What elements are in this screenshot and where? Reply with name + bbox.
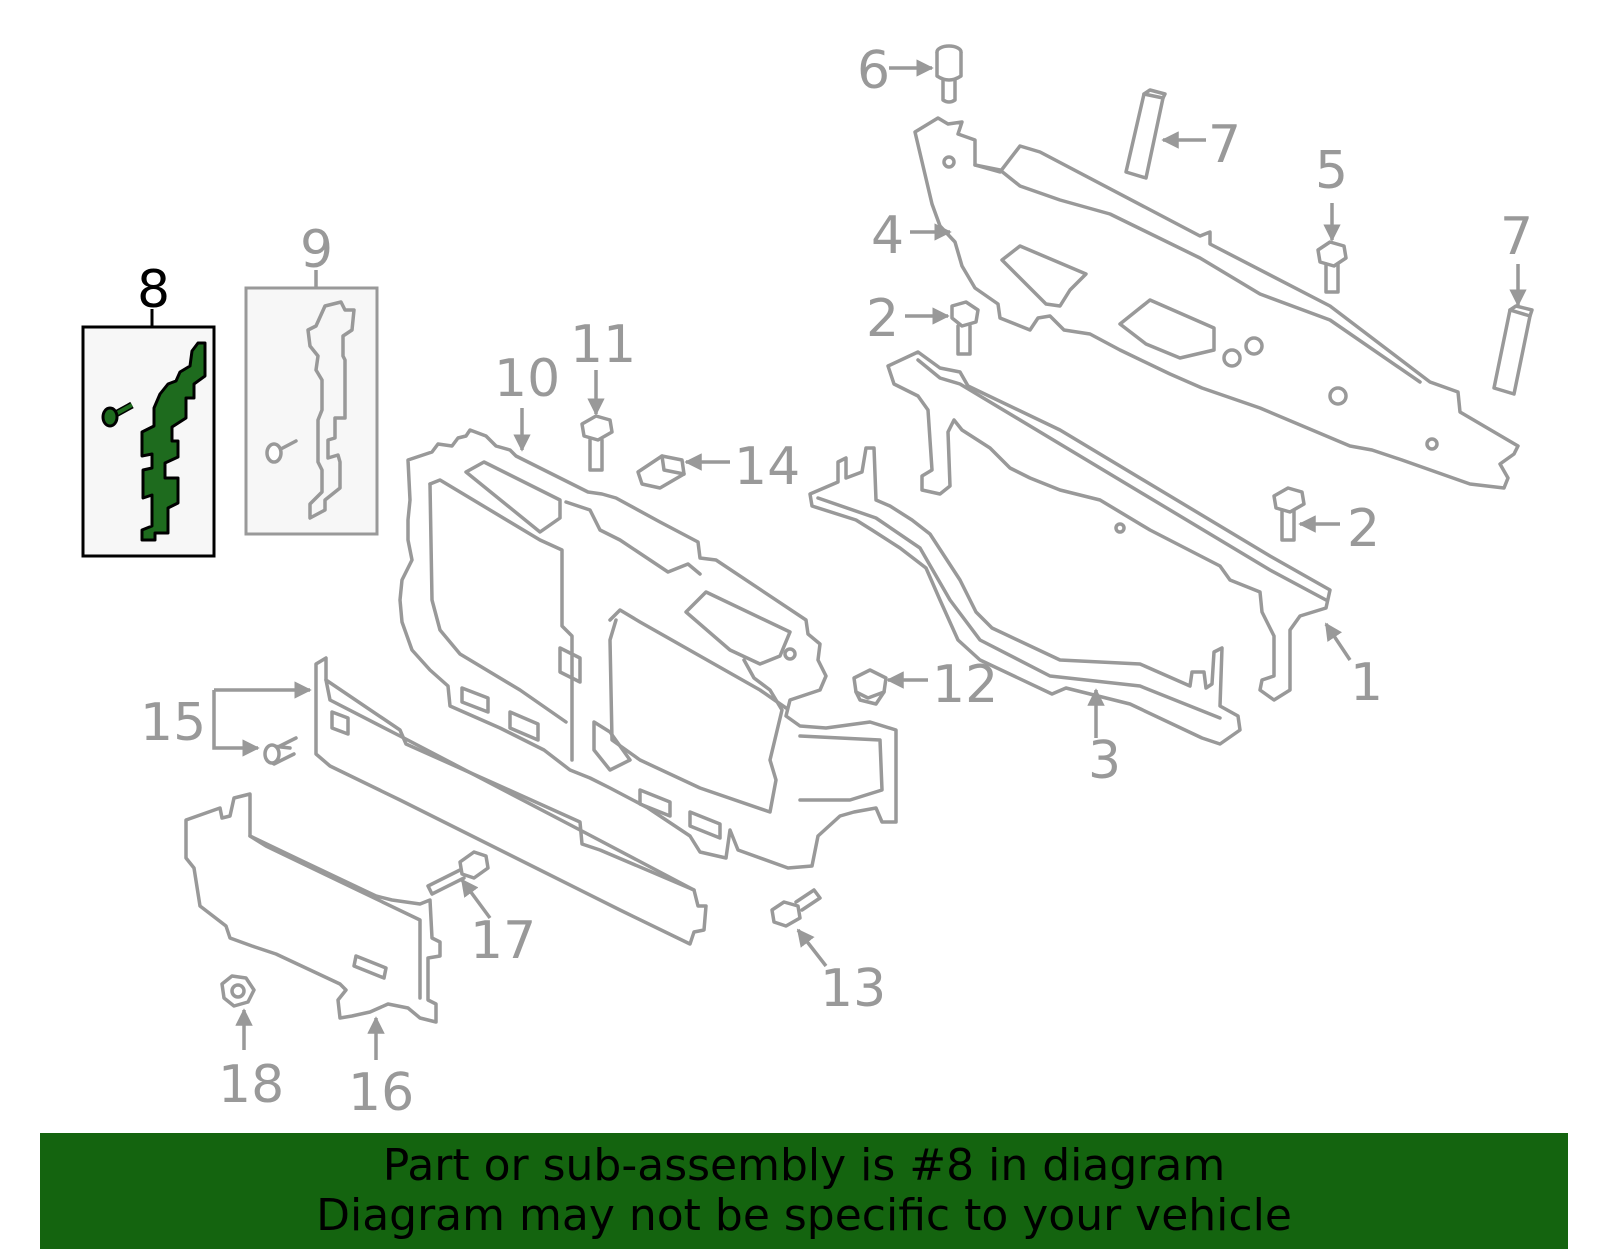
callout-6: 6 xyxy=(857,41,890,101)
callout-7-upper: 7 xyxy=(1208,115,1241,175)
callout-15: 15 xyxy=(140,693,206,753)
callout-11: 11 xyxy=(570,315,636,375)
callout-7-right: 7 xyxy=(1500,207,1533,267)
callout-8: 8 xyxy=(137,260,170,320)
callout-1: 1 xyxy=(1350,653,1383,713)
callout-3: 3 xyxy=(1088,731,1121,791)
part-11-bolt[interactable]: 11 xyxy=(570,315,636,472)
callout-5: 5 xyxy=(1315,141,1348,201)
part-5-bolt[interactable]: 5 xyxy=(1315,141,1348,294)
part-9-box xyxy=(244,286,379,536)
callout-2-right: 2 xyxy=(1347,499,1380,559)
part-8-bolt-icon xyxy=(101,401,134,428)
part-7-right-seal[interactable]: 7 xyxy=(1492,207,1534,396)
banner-line-1: Part or sub-assembly is #8 in diagram xyxy=(382,1140,1226,1191)
callout-13: 13 xyxy=(820,959,886,1019)
part-18-nut[interactable]: 18 xyxy=(218,974,284,1115)
callout-10: 10 xyxy=(494,349,560,409)
part-1-tie-bar[interactable]: 1 xyxy=(886,350,1383,713)
banner-line-2: Diagram may not be specific to your vehi… xyxy=(316,1190,1292,1241)
callout-18: 18 xyxy=(218,1055,284,1115)
part-2-right-bolt[interactable]: 2 xyxy=(1272,486,1380,559)
info-banner: Part or sub-assembly is #8 in diagram Di… xyxy=(40,1133,1568,1249)
callout-4: 4 xyxy=(871,206,904,266)
callout-12: 12 xyxy=(932,655,998,715)
part-8-bracket-icon xyxy=(140,341,207,542)
callout-17: 17 xyxy=(470,911,536,971)
part-3-lower-bar[interactable]: 3 xyxy=(808,446,1242,791)
part-12-clip[interactable]: 12 xyxy=(852,655,998,715)
part-16-deflector[interactable]: 16 xyxy=(184,792,442,1123)
callout-14: 14 xyxy=(734,437,800,497)
part-17-bolt[interactable]: 17 xyxy=(426,850,536,971)
part-6-pin[interactable]: 6 xyxy=(857,41,963,104)
part-9-bracket-icon xyxy=(306,300,356,520)
part-7-upper-seal[interactable]: 7 xyxy=(1124,88,1241,180)
callout-9: 9 xyxy=(300,220,333,280)
part-8-group[interactable]: 8 xyxy=(81,260,216,558)
part-4-upper-shield[interactable]: 4 xyxy=(871,116,1520,490)
part-9-bolt-icon xyxy=(265,439,298,464)
part-15-valance[interactable]: 15 xyxy=(140,656,708,946)
callout-16: 16 xyxy=(348,1063,414,1123)
part-13-bolt[interactable]: 13 xyxy=(770,888,886,1019)
part-2-upper-bolt[interactable]: 2 xyxy=(866,289,980,356)
part-10-radiator-support[interactable]: 10 xyxy=(398,349,898,870)
part-9-group[interactable]: 9 xyxy=(244,220,379,536)
part-14-clip[interactable]: 14 xyxy=(636,437,800,497)
callout-2-upper: 2 xyxy=(866,289,899,349)
